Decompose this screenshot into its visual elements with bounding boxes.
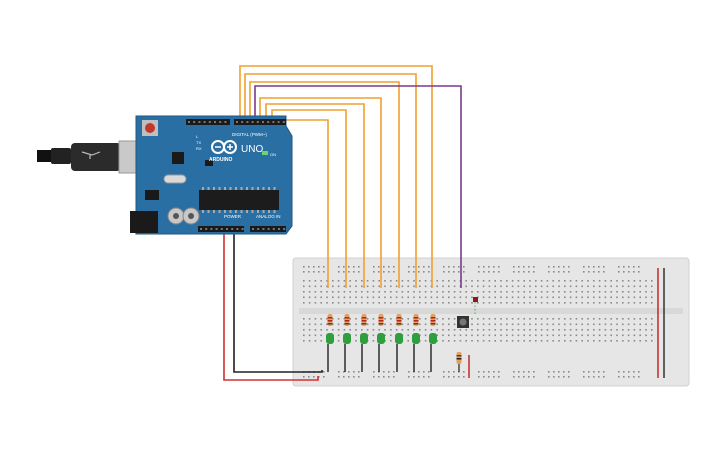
ground-wire: [233, 229, 323, 373]
arduino-logo: [211, 140, 237, 154]
power-5v-wire: [223, 229, 319, 381]
led: [343, 333, 351, 344]
breadboard: [292, 257, 690, 387]
signal-wire: [249, 81, 400, 288]
tx-label: TX: [196, 140, 201, 145]
led: [360, 333, 368, 344]
reset-button[interactable]: [145, 123, 155, 133]
led: [412, 333, 420, 344]
digital-header-label: DIGITAL (PWM~): [232, 132, 267, 137]
board-model-label: UNO: [241, 144, 263, 155]
button-marker: [473, 297, 478, 302]
rx-label: RX: [196, 146, 202, 151]
analog-header-label: ANALOG IN: [256, 214, 281, 219]
led: [429, 333, 437, 344]
breadboard-components: [326, 297, 478, 378]
arduino-board: ARDUINO UNO DIGITAL (PWM~) POWER ANALOG …: [37, 115, 293, 235]
l-led-label: L: [196, 134, 199, 139]
signal-wire: [244, 73, 417, 288]
wires: [223, 65, 462, 381]
led: [377, 333, 385, 344]
on-led-label: ON: [270, 152, 276, 157]
signal-wire: [259, 97, 382, 288]
digital-header-low: [186, 119, 230, 125]
on-led: [262, 151, 268, 155]
signal-wire: [239, 65, 433, 288]
led: [395, 333, 403, 344]
power-header-label: POWER: [224, 214, 242, 219]
arduino-logo-text: ARDUINO: [209, 157, 232, 163]
power-jack: [130, 211, 158, 233]
led: [326, 333, 334, 344]
pushbutton-cap: [459, 318, 467, 326]
microcontroller-chip: [199, 190, 279, 210]
signal-wire: [265, 103, 365, 288]
button-wire: [254, 85, 462, 288]
digital-header-high: [234, 119, 286, 125]
